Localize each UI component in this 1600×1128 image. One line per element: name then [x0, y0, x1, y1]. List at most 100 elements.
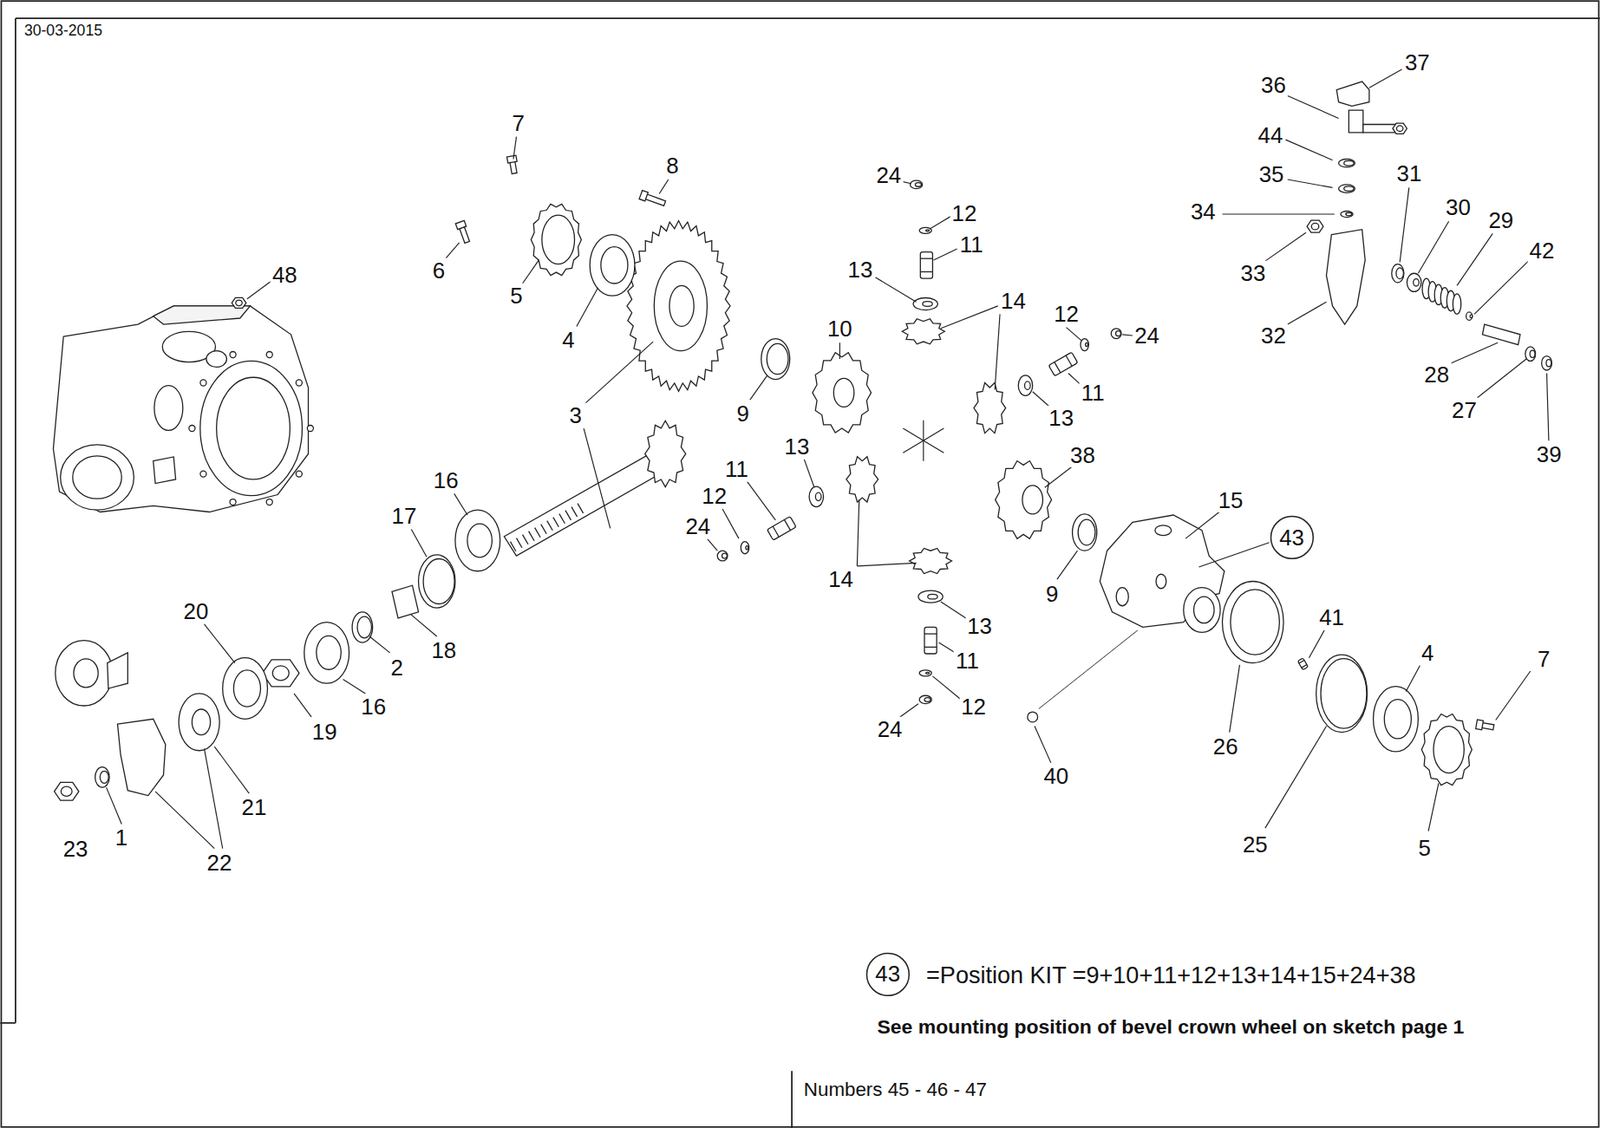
callout-number: 19 — [310, 718, 340, 744]
callout-number: 12 — [699, 483, 729, 509]
bearing-symbol — [316, 635, 341, 670]
parts-group — [52, 81, 1552, 801]
leader-line — [856, 562, 916, 567]
leader-line — [106, 787, 123, 824]
pin-body — [767, 516, 797, 542]
leader-line — [1066, 327, 1083, 341]
nut-symbol — [1306, 220, 1324, 233]
callout-number: 25 — [1240, 832, 1270, 857]
leader-line — [994, 313, 1000, 390]
ring-symbol — [1316, 654, 1368, 732]
callout-number: 34 — [1188, 198, 1218, 223]
valve-body — [1348, 110, 1363, 133]
bolt-symbol — [1475, 719, 1496, 732]
ring-symbol — [352, 612, 373, 643]
callout-number: 3 — [567, 403, 583, 428]
leader-line — [930, 215, 952, 229]
ring-symbol — [745, 546, 749, 550]
note-text: 30-03-2015 — [22, 23, 105, 40]
ring-symbol — [1529, 350, 1535, 358]
bolt-shank — [644, 194, 666, 207]
callout-number: 12 — [950, 201, 980, 226]
ring-symbol — [1080, 339, 1089, 352]
ring-symbol — [1344, 160, 1354, 166]
callout-number: 11 — [958, 232, 986, 257]
leader-line — [722, 509, 739, 539]
callout-number: 44 — [1256, 123, 1286, 148]
leader-line — [1057, 550, 1078, 580]
leader-line — [1287, 301, 1327, 325]
bolt-hole — [229, 351, 236, 358]
leader-line — [901, 181, 912, 183]
leader-line — [746, 481, 776, 521]
washer-symbol — [191, 709, 210, 736]
clip-symbol — [914, 182, 921, 188]
elbow-fitting — [1336, 81, 1370, 106]
leader-line — [214, 746, 249, 794]
seal-symbol — [233, 670, 261, 707]
washer-symbol — [927, 594, 938, 600]
pin-symbol — [924, 626, 937, 654]
pin-symbol — [767, 516, 797, 542]
callout-number: 29 — [1486, 208, 1516, 233]
pin-groove — [924, 646, 937, 648]
leader-line — [1287, 96, 1339, 119]
pin-body — [1297, 658, 1308, 671]
pin-symbol — [1297, 658, 1308, 671]
ring-symbol — [423, 559, 455, 605]
spline-line — [547, 521, 553, 531]
ring-symbol — [919, 227, 932, 234]
adjusting-ring-bore — [1433, 726, 1464, 774]
callout-number: 22 — [205, 850, 235, 876]
spline-line — [553, 517, 559, 528]
bolt-hole — [306, 425, 314, 432]
ring-symbol — [925, 672, 929, 674]
callout-number: 11 — [723, 457, 751, 482]
spider-gear — [901, 319, 945, 345]
ring-symbol — [1338, 159, 1356, 168]
callout-number: 9 — [734, 400, 751, 425]
leader-line — [1185, 512, 1220, 540]
callout-number: 2 — [389, 654, 405, 680]
bearing-symbol — [589, 235, 635, 297]
callout-number: 24 — [875, 717, 905, 742]
adjusting-ring — [1421, 713, 1472, 785]
shim-symbol — [761, 339, 791, 380]
ring-symbol — [919, 670, 932, 677]
leader-line — [454, 493, 468, 516]
adjusting-ring-bore — [542, 215, 575, 264]
leader-line — [1044, 467, 1072, 489]
callout-number: 24 — [1132, 323, 1162, 348]
pin-body — [1048, 352, 1078, 377]
callout-number: 12 — [959, 694, 988, 719]
ring-symbol — [357, 616, 372, 639]
o-ring-symbol — [99, 770, 109, 784]
spacer-symbol — [391, 585, 419, 619]
callout-circle: 43 — [1269, 515, 1315, 561]
seal-symbol — [222, 658, 268, 720]
housing-bore — [72, 456, 122, 499]
nut-bore — [272, 666, 289, 681]
spider-gear — [909, 548, 953, 574]
callout-number: 36 — [1259, 71, 1288, 97]
ring-symbol — [740, 542, 749, 555]
pin-groove — [920, 258, 933, 260]
bolt-hole — [295, 379, 302, 386]
leader-line — [1449, 342, 1498, 365]
leader-line — [856, 499, 859, 566]
leader-line — [900, 704, 919, 718]
callout-number: 13 — [783, 434, 812, 459]
ring-symbol — [1469, 314, 1473, 319]
leader-line — [204, 748, 223, 849]
clip-symbol — [1110, 328, 1122, 340]
leader-line — [1399, 187, 1410, 262]
axis-star — [902, 428, 944, 453]
leader-line — [1265, 726, 1327, 830]
side-gear — [995, 461, 1052, 540]
diff-case-hole — [1155, 574, 1167, 588]
bolt-hole — [266, 499, 273, 506]
callout-number: 43 — [865, 961, 911, 987]
callout-number: 1 — [113, 825, 130, 850]
leader-line — [1308, 630, 1325, 659]
shim-symbol — [1072, 514, 1098, 551]
